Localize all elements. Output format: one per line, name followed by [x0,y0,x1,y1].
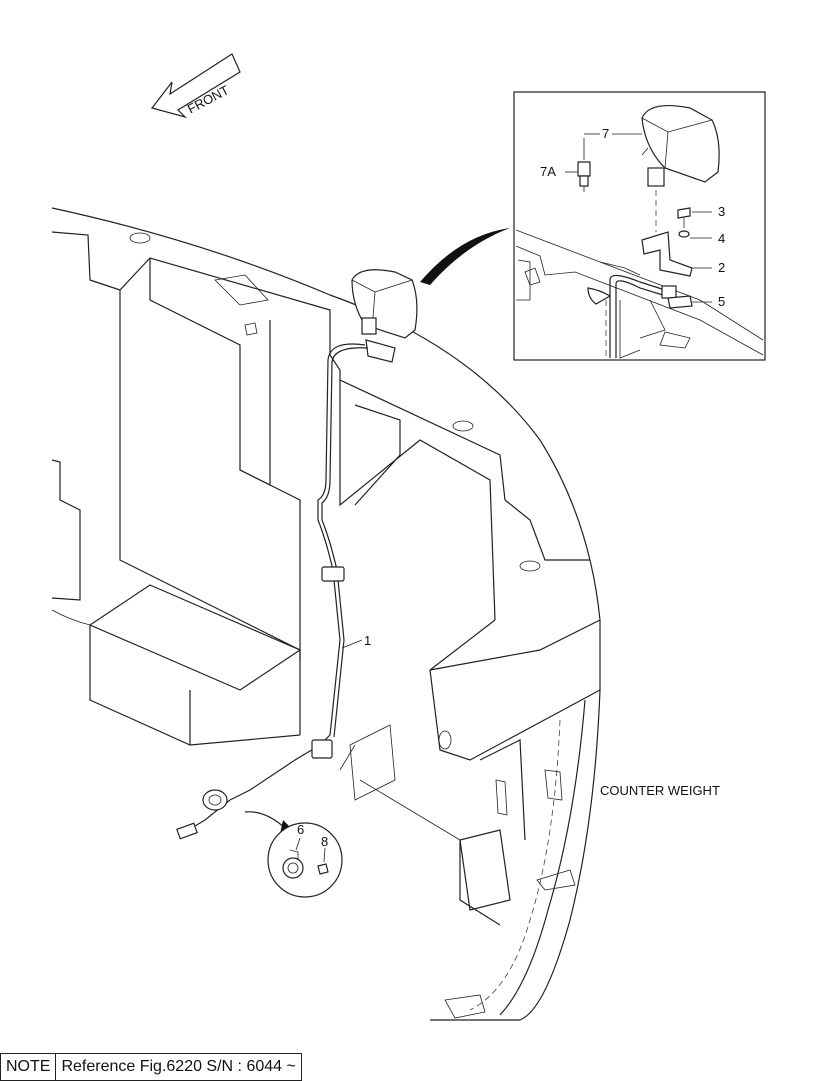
callout-1: 1 [364,633,371,648]
note-bar: NOTE Reference Fig.6220 S/N : 6044 ~ [0,1053,302,1081]
front-arrow: FRONT [150,53,241,119]
callout-3: 3 [718,204,725,219]
callout-4: 4 [718,231,725,246]
callout-7a: 7A [540,164,556,179]
bulb-icon [577,138,591,192]
counter-weight [359,689,601,1021]
harness: 1 [176,343,371,840]
callout-7: 7 [602,126,609,141]
lamp-detail-inset: 7 7A 3 4 2 5 [513,91,766,361]
callout-2: 2 [718,260,725,275]
counterweight-label: COUNTER WEIGHT [600,783,720,798]
note-text: Reference Fig.6220 S/N : 6044 ~ [61,1058,296,1075]
note-label: NOTE [1,1054,57,1080]
callout-6: 6 [297,822,304,837]
callout-8: 8 [321,834,328,849]
machine-frame [51,207,601,801]
work-lamp [351,269,418,363]
grommet-detail: 6 8 [244,811,343,898]
inset-pointer [420,228,510,285]
callout-5: 5 [718,294,725,309]
